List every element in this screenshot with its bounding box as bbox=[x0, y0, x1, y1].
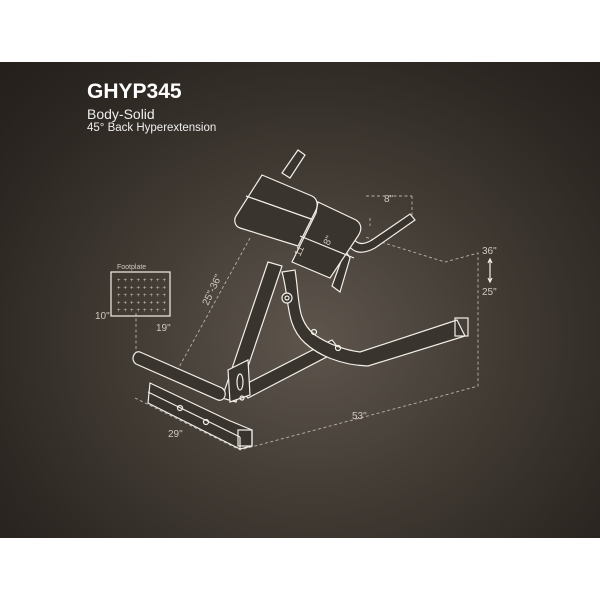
footplate-hole: + bbox=[130, 308, 134, 314]
footplate-hole: + bbox=[130, 293, 134, 299]
footplate-hole: + bbox=[163, 286, 167, 292]
footplate-hole: + bbox=[150, 293, 154, 299]
footplate-hole: + bbox=[163, 301, 167, 307]
model-number: GHYP345 bbox=[87, 80, 182, 103]
footplate-hole: + bbox=[150, 286, 154, 292]
handles bbox=[281, 149, 416, 253]
footplate-hole: + bbox=[143, 301, 147, 307]
footplate-hole: + bbox=[117, 301, 121, 307]
pad-distance-label: 25"-36" bbox=[201, 273, 225, 308]
footplate-holes: ++++++++++++++++++++++++++++++++++++++++ bbox=[117, 278, 167, 314]
height-arrow bbox=[487, 257, 493, 284]
footplate-hole: + bbox=[143, 308, 147, 314]
footplate-hole: + bbox=[130, 286, 134, 292]
footplate-label: Footplate bbox=[117, 264, 146, 271]
footplate-hole: + bbox=[143, 293, 147, 299]
pad-width-label: 8" bbox=[384, 194, 394, 205]
footplate-hole: + bbox=[156, 286, 160, 292]
footplate-hole: + bbox=[163, 308, 167, 314]
width-label: 29" bbox=[168, 429, 183, 440]
footplate-hole: + bbox=[117, 286, 121, 292]
footplate-hole: + bbox=[163, 278, 167, 284]
footplate-hole: + bbox=[156, 301, 160, 307]
footplate-width-label: 19" bbox=[156, 323, 171, 334]
footplate-hole: + bbox=[124, 293, 128, 299]
footplate-hole: + bbox=[124, 278, 128, 284]
footplate-hole: + bbox=[150, 301, 154, 307]
diagram-background bbox=[0, 62, 600, 538]
footplate-hole: + bbox=[130, 278, 134, 284]
brand-name: Body-Solid bbox=[87, 106, 155, 122]
footplate-hole: + bbox=[150, 278, 154, 284]
footplate-hole: + bbox=[143, 286, 147, 292]
footplate-diagram: ++++++++++++++++++++++++++++++++++++++++ bbox=[110, 271, 171, 317]
footplate-hole: + bbox=[150, 308, 154, 314]
footplate-hole: + bbox=[137, 293, 141, 299]
footplate-hole: + bbox=[117, 293, 121, 299]
hip-pads bbox=[234, 174, 362, 279]
footplate-hole: + bbox=[124, 308, 128, 314]
height-max-label: 36" bbox=[482, 246, 497, 257]
footplate-hole: + bbox=[130, 301, 134, 307]
footplate-hole: + bbox=[137, 286, 141, 292]
footplate-hole: + bbox=[143, 278, 147, 284]
height-min-label: 25" bbox=[482, 287, 497, 298]
footplate-hole: + bbox=[156, 293, 160, 299]
adjustment-knob bbox=[281, 292, 293, 304]
footplate-hole: + bbox=[117, 278, 121, 284]
footplate-hole: + bbox=[117, 308, 121, 314]
footplate-hole: + bbox=[163, 293, 167, 299]
footplate-hole: + bbox=[156, 308, 160, 314]
footplate-hole: + bbox=[137, 278, 141, 284]
footplate-hole: + bbox=[137, 301, 141, 307]
length-label: 53" bbox=[352, 411, 367, 422]
footplate-hole: + bbox=[124, 301, 128, 307]
footplate-hole: + bbox=[156, 278, 160, 284]
footplate-hole: + bbox=[137, 308, 141, 314]
footplate-hole: + bbox=[124, 286, 128, 292]
footplate-height-label: 10" bbox=[95, 311, 110, 322]
bench-frame bbox=[132, 248, 469, 450]
product-description: 45° Back Hyperextension bbox=[87, 122, 217, 134]
